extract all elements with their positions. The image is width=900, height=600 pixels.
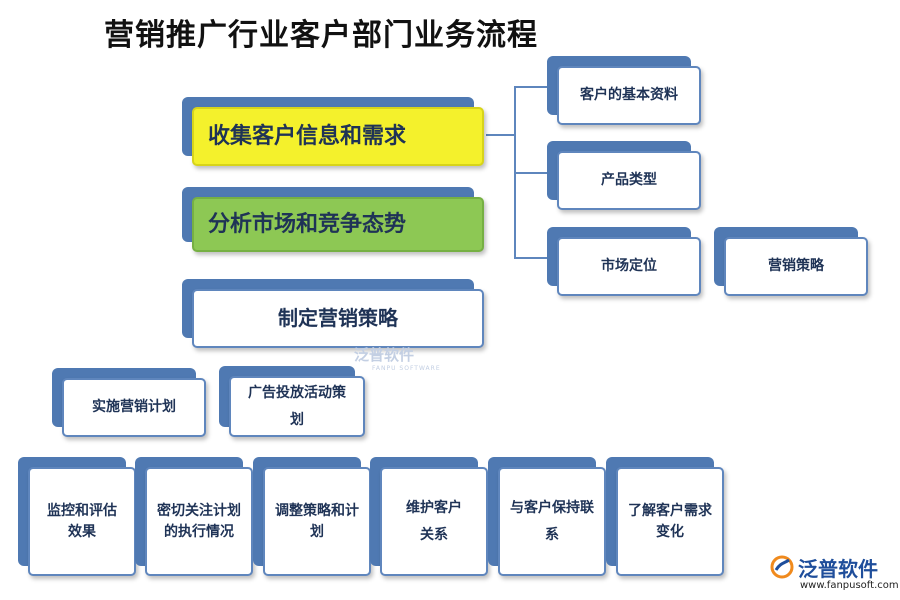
side-market-position: 市场定位 [547, 227, 701, 296]
step-plan-label: 制定营销策略 [192, 289, 484, 348]
side-marketing-strategy: 营销策略 [714, 227, 868, 296]
step-collect: 收集客户信息和需求 [182, 97, 484, 166]
side-product-type: 产品类型 [547, 141, 701, 210]
bottom-item-6-label: 了解客户需求变化 [616, 467, 724, 576]
connector-branch-basic [514, 86, 548, 88]
bottom-item-4-label: 维护客户关系 [380, 467, 488, 576]
step-analyze-label: 分析市场和竞争态势 [192, 197, 484, 252]
impl-execute: 实施营销计划 [52, 368, 206, 437]
bottom-item-4: 维护客户关系 [370, 457, 488, 576]
side-marketing-strategy-label: 营销策略 [724, 237, 868, 296]
side-market-position-label: 市场定位 [557, 237, 701, 296]
side-basic-info-label: 客户的基本资料 [557, 66, 701, 125]
brand-logo-icon [770, 555, 794, 579]
bottom-item-1: 监控和评估效果 [18, 457, 136, 576]
watermark-center: 泛普软件 FANPU SOFTWARE [354, 344, 441, 372]
bottom-item-1-label: 监控和评估效果 [28, 467, 136, 576]
side-basic-info: 客户的基本资料 [547, 56, 701, 125]
connector-branch-product [514, 172, 548, 174]
bottom-item-5: 与客户保持联系 [488, 457, 606, 576]
step-collect-label: 收集客户信息和需求 [192, 107, 484, 166]
impl-execute-label: 实施营销计划 [62, 378, 206, 437]
watermark-center-text: 泛普软件 [354, 346, 415, 364]
page-title: 营销推广行业客户部门业务流程 [104, 18, 538, 53]
bottom-item-6: 了解客户需求变化 [606, 457, 724, 576]
bottom-item-2: 密切关注计划的执行情况 [135, 457, 253, 576]
side-product-type-label: 产品类型 [557, 151, 701, 210]
bottom-item-5-label: 与客户保持联系 [498, 467, 606, 576]
bottom-item-3-label: 调整策略和计划 [263, 467, 371, 576]
brand-name: 泛普软件 [798, 557, 878, 581]
watermark-center-subtext: FANPU SOFTWARE [372, 365, 441, 372]
connector-main [486, 134, 514, 136]
brand-url: www.fanpusoft.com [800, 580, 899, 591]
bottom-item-3: 调整策略和计划 [253, 457, 371, 576]
impl-ads-label: 广告投放活动策划 [229, 376, 365, 437]
connector-branch-position [514, 257, 548, 259]
impl-ads: 广告投放活动策划 [219, 366, 365, 437]
bottom-item-2-label: 密切关注计划的执行情况 [145, 467, 253, 576]
step-plan: 制定营销策略 [182, 279, 484, 348]
step-analyze: 分析市场和竞争态势 [182, 187, 484, 252]
